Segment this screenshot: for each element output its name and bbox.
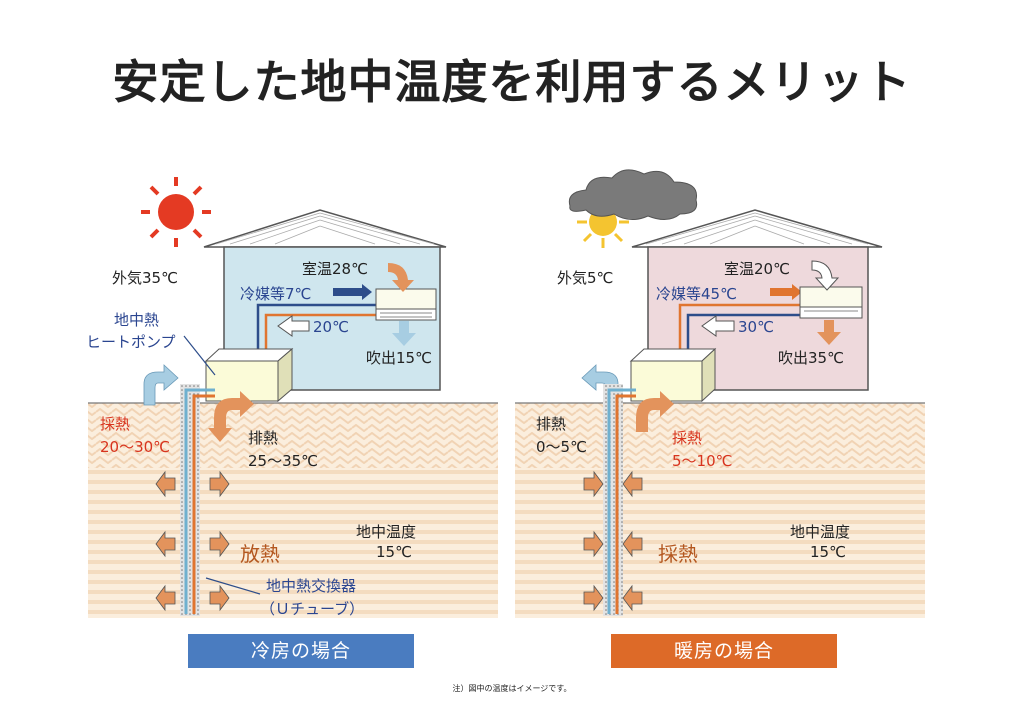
exhaust-label: 排熱 xyxy=(536,415,567,433)
exhaust-label: 排熱 xyxy=(248,429,279,447)
collect-range: 5～10℃ xyxy=(672,452,733,470)
outlet-arrow xyxy=(817,320,841,345)
heat-pump-label-2: ヒートポンプ xyxy=(86,333,176,351)
collect-label: 採熱 xyxy=(100,415,131,433)
room-temp-label: 室温20℃ xyxy=(724,260,790,278)
ground-temp-value: 15℃ xyxy=(810,543,846,561)
return-arrow xyxy=(701,315,735,337)
outside-air-label: 外気35℃ xyxy=(112,269,178,287)
u-tube-cooling xyxy=(184,388,215,614)
heat-pump-unit xyxy=(629,347,717,403)
indoor-unit-cooling xyxy=(375,288,437,321)
ground-temp-label: 地中温度 xyxy=(790,523,851,541)
heating-panel xyxy=(515,169,925,618)
outlet-label: 吹出15℃ xyxy=(366,349,432,367)
cooling-panel xyxy=(88,177,498,618)
surface-soil xyxy=(515,403,925,468)
refrigerant-arrow xyxy=(770,284,802,300)
exchanger-label: 地中熱交換器 xyxy=(266,577,357,595)
house-cooling xyxy=(203,209,447,391)
outside-intake-arrow xyxy=(143,364,179,406)
room-temp-label: 室温28℃ xyxy=(302,260,368,278)
refrigerant-arrow xyxy=(333,284,372,300)
u-tube-heating xyxy=(607,388,636,614)
collect-label: 採熱 xyxy=(672,429,703,447)
refrigerant-pipes-cooling xyxy=(256,303,390,352)
refrigerant-label: 冷媒等7℃ xyxy=(240,285,312,303)
outlet-label: 吹出35℃ xyxy=(778,349,844,367)
exhaust-range: 25～35℃ xyxy=(248,452,319,470)
ground-temp-label: 地中温度 xyxy=(356,523,417,541)
indoor-unit-heating xyxy=(799,286,863,319)
release-label: 放熱 xyxy=(240,542,280,566)
room-air-arrow xyxy=(388,263,414,292)
exhaust-arrow-cooling xyxy=(208,391,254,442)
collect-big-label: 採熱 xyxy=(658,542,698,566)
sun-icon xyxy=(141,177,211,247)
outside-air-label: 外気5℃ xyxy=(557,269,614,287)
surface-soil xyxy=(88,403,498,468)
sun-behind-cloud-icon xyxy=(568,169,698,248)
heat-pump-pointer xyxy=(183,335,216,376)
room-air-arrow xyxy=(811,260,840,291)
borehole xyxy=(603,384,623,616)
return-temp-label: 20℃ xyxy=(313,318,349,336)
exhaust-range: 0～5℃ xyxy=(536,438,587,456)
ground-heat-arrows-heating xyxy=(583,470,643,612)
exchanger-label-2: （Ｕチューブ） xyxy=(260,600,365,618)
refrigerant-label: 冷媒等45℃ xyxy=(656,285,737,303)
page-title: 安定した地中温度を利用するメリット xyxy=(112,55,912,109)
borehole xyxy=(180,384,200,616)
ground-heat-arrows-cooling xyxy=(155,470,230,612)
heat-pump-label: 地中熱 xyxy=(114,311,160,329)
footnote: 注）図中の温度はイメージです。 xyxy=(452,684,572,693)
heating-case-label: 暖房の場合 xyxy=(611,634,837,668)
exchanger-pointer xyxy=(205,577,261,595)
cooling-case-label: 冷房の場合 xyxy=(188,634,414,668)
heat-pump-unit xyxy=(204,347,294,403)
return-arrow xyxy=(277,315,310,337)
outlet-arrow xyxy=(392,321,416,346)
collect-arrow-heating xyxy=(636,391,674,432)
collect-range: 20～30℃ xyxy=(100,438,171,456)
return-temp-label: 30℃ xyxy=(738,318,774,336)
refrigerant-pipes-heating xyxy=(678,303,812,352)
ground-temp-value: 15℃ xyxy=(376,543,412,561)
